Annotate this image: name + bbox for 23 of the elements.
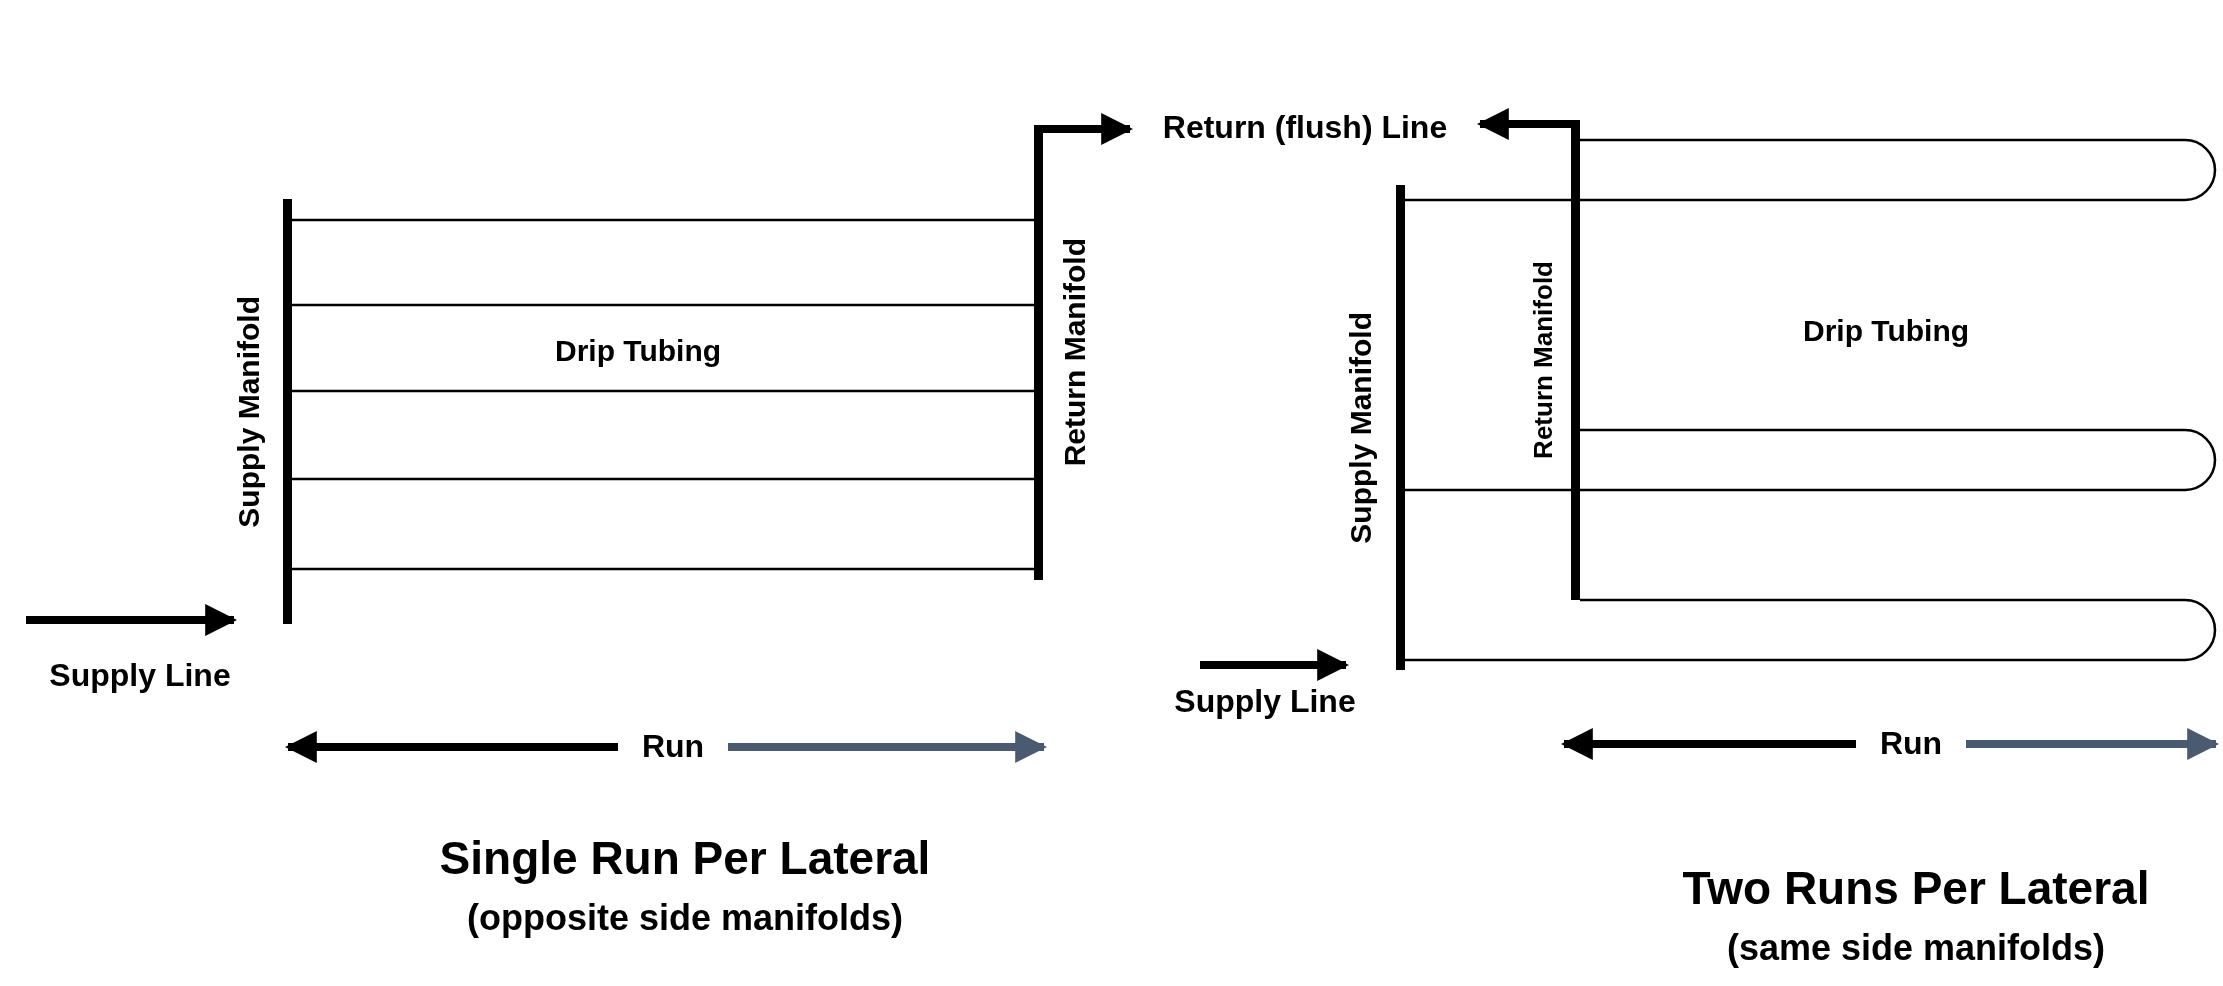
- dimension-label: Run: [1879, 726, 1943, 762]
- panel-subheading: (same side manifolds): [1726, 928, 2106, 968]
- line-label: Return (flush) Line: [1130, 106, 1480, 148]
- drip-tube-loop: [1405, 138, 2217, 202]
- manifold-label: Return Manifold: [1060, 238, 1090, 467]
- manifold-label: Supply Manifold: [1346, 311, 1376, 544]
- panel-heading: Single Run Per Lateral: [439, 832, 931, 884]
- drip-tube: [292, 218, 1034, 222]
- dimension-label: Run: [641, 729, 705, 765]
- drip-tube: [292, 303, 1034, 307]
- drip-tube-loop: [1405, 598, 2217, 662]
- area-label: Drip Tubing: [554, 333, 722, 367]
- drip-tube: [292, 389, 1034, 393]
- manifold-label: Supply Manifold: [234, 295, 264, 528]
- panel-subheading: (opposite side manifolds): [467, 898, 903, 938]
- drip-tube: [292, 477, 1034, 481]
- area-label: Drip Tubing: [1802, 313, 1970, 347]
- drip-tube: [292, 567, 1034, 571]
- manifold-bar: [234, 199, 292, 624]
- drip-tube-loop: [1405, 428, 2217, 492]
- panel-heading: Two Runs Per Lateral: [1682, 862, 2150, 914]
- manifold-bar: [1346, 185, 1405, 670]
- manifold-label: Return Manifold: [1530, 261, 1556, 459]
